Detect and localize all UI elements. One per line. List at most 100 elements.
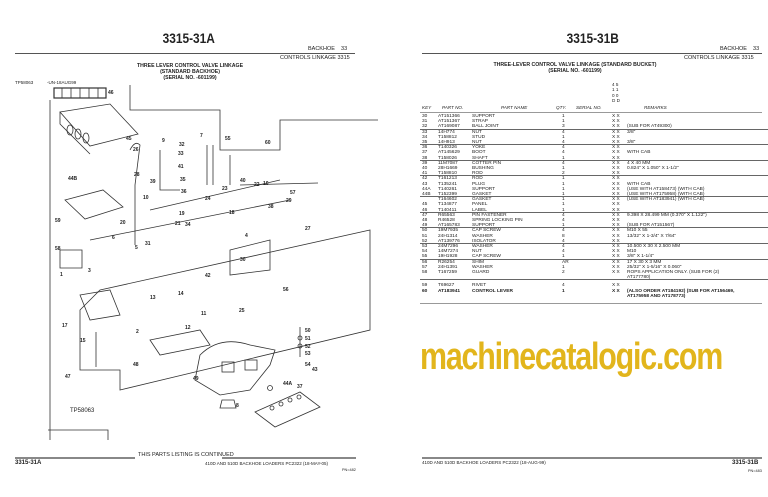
row-part-name: PANEL [472,202,488,208]
callout-number: 20 [120,220,126,226]
callout-number: 3 [88,268,91,274]
row-key: 56 [422,259,428,265]
header-qty: QTY. [556,105,567,110]
callout-number: 53 [305,351,311,357]
header-serial-no: SERIAL NO. [576,105,602,110]
callout-number: 18 [229,210,235,216]
row-qty: 4 [562,244,565,249]
section-label: BACKHOE 33 [308,46,347,52]
row-key: 49 [422,223,428,229]
row-part-no: AT151367 [438,119,460,125]
row-part-name: SHAFT [472,155,488,161]
row-part-no: AT169087 [438,124,460,130]
callout-number: 50 [305,328,311,334]
row-qty: 1 [562,254,565,260]
row-part-name: CAP SCREW [472,254,501,260]
row-key: 57 [422,264,428,270]
row-models: X X [612,119,620,125]
subtitle-line: (SERIAL NO. -601199) [548,68,602,74]
row-part-no: T167259 [438,270,457,275]
model-col-line: 0 0 [612,92,619,98]
row-qty: 1 [562,181,565,187]
row-key: 52 [422,238,428,244]
model-col-line: 4 5 [612,82,619,87]
row-remarks: (SUB FOR AT151567) [627,223,675,229]
row-remarks: ROPS APPLICATION ONLY. (SUB FOR (2) [627,270,720,275]
row-part-name: GASKET [472,192,492,197]
row-qty: 1 [562,166,565,171]
row-part-name: NUT [472,129,482,135]
row-key: 40 [422,166,428,171]
row-models: X X [612,254,620,260]
row-models: X X [612,114,620,119]
row-part-no: 24H1391 [438,264,458,270]
row-key: 32 [422,124,428,130]
row-part-no: T158026 [438,155,457,161]
row-key: 51 [422,233,428,239]
row-qty: 4 [562,228,565,234]
row-key: 54 [422,249,428,255]
callout-number: 31 [145,241,151,247]
row-part-name: STUD [472,134,486,140]
row-part-no: AT183941 [438,288,461,294]
row-remarks: (ALSO ORDER AT184192) (SUB FOR AT156469, [627,288,735,294]
row-key: 31 [422,119,428,125]
row-part-name: SUPPORT [472,186,496,192]
row-qty: 2 [562,171,565,177]
row-part-no: T158810 [438,171,457,177]
row-qty: 4 [562,218,565,223]
row-models: X X [612,197,620,203]
callout-number: 29 [286,198,292,204]
callout-number: 6 [112,235,115,241]
row-part-name: SUPPORT [472,114,496,119]
row-qty: 1 [562,207,565,213]
row-key: 38 [422,155,428,161]
row-models: X X [612,259,620,265]
row-remarks: 10.500 X 30 X 2.500 MM [627,244,681,249]
footer-text: 410D AND 510D BACKHOE LOADERS PC2322 (18… [422,460,546,465]
subtitle-line: THREE LEVER CONTROL VALVE LINKAGE [136,63,244,69]
row-qty: 4 [562,150,565,156]
exploded-parts-diagram [48,85,378,440]
callout-number: 11 [201,311,207,317]
row-part-no: 24M7296 [438,244,459,249]
callout-number: 45 [126,136,132,142]
subtitle: THREE LEVER CONTROL VALVE LINKAGE (STAND… [115,63,265,81]
row-models: X X [612,249,620,255]
callout-number: 39 [150,179,156,185]
callout-number: 17 [62,323,68,329]
row-key: 45 [422,202,428,208]
row-part-no: T134877 [438,202,457,208]
row-part-no: R46528 [438,218,455,223]
row-part-no: 14H774 [438,129,455,135]
row-qty: 1 [562,202,565,208]
header-remarks: REMARKS [644,105,667,110]
callout-number: 10 [143,195,149,201]
row-part-name: BOOT [472,150,486,156]
callout-number: 27 [305,226,311,232]
row-remarks: (USE WITH AT175958) (WITH CAB) [627,192,705,197]
callout-number: 9 [162,138,165,144]
footer-page-number: 3315-31A [15,460,42,466]
row-part-no: T140261 [438,186,457,192]
row-part-no: AT139776 [438,238,460,244]
row-key: 36 [422,145,428,151]
footer-text: 410D AND 510D BACKHOE LOADERS PC2322 (18… [205,461,329,466]
row-part-no: AT145629 [438,150,460,156]
row-qty: 1 [562,176,565,182]
row-key: 44B [422,192,431,197]
model-columns: 4 5 1 1 0 0 D D [612,82,620,103]
callout-number: 58 [55,246,61,252]
row-part-no: AT165783 [438,223,460,229]
callout-number: 13 [150,295,156,301]
page-title: 3315-31B [566,30,619,46]
callout-number: 44B [68,176,78,182]
row-qty: 2 [562,270,565,275]
callout-number: 14 [178,291,184,297]
